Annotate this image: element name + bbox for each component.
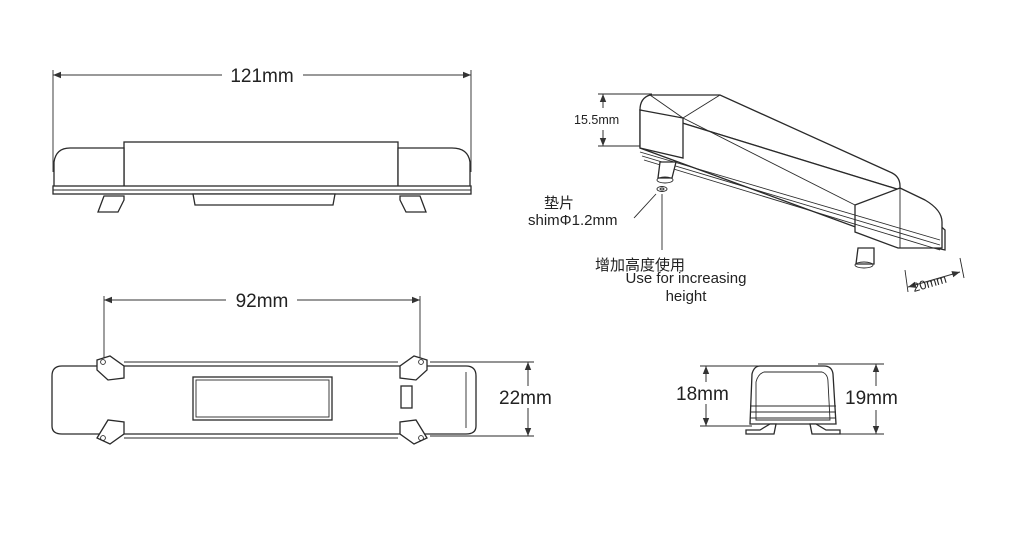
bottom-view: 92mm 22mm [51,291,552,445]
front-view: 121mm [52,66,472,213]
isometric-view: 15.5mm 20mm [574,93,965,295]
mount-spacing-label: 92mm [236,291,289,312]
iso-height-label: 15.5mm [574,113,619,127]
width-label: 22mm [499,388,552,409]
shim-cn-label: 垫片 [544,194,574,212]
end-view: 18mm 19mm [676,363,898,435]
usage-en-line2: height [666,288,708,305]
shim-en-label: shimΦ1.2mm [528,212,617,229]
shim-annotation: 垫片 shimΦ1.2mm 增加高度使用 Use for increasing … [528,194,746,305]
overall-length-label: 121mm [230,66,293,87]
usage-en-line1: Use for increasing [626,270,747,287]
body-height-label: 18mm [676,384,729,405]
total-height-label: 19mm [845,388,898,409]
iso-depth-label: 20mm [911,272,948,295]
usage-cn-label: 增加高度使用 [595,256,685,274]
